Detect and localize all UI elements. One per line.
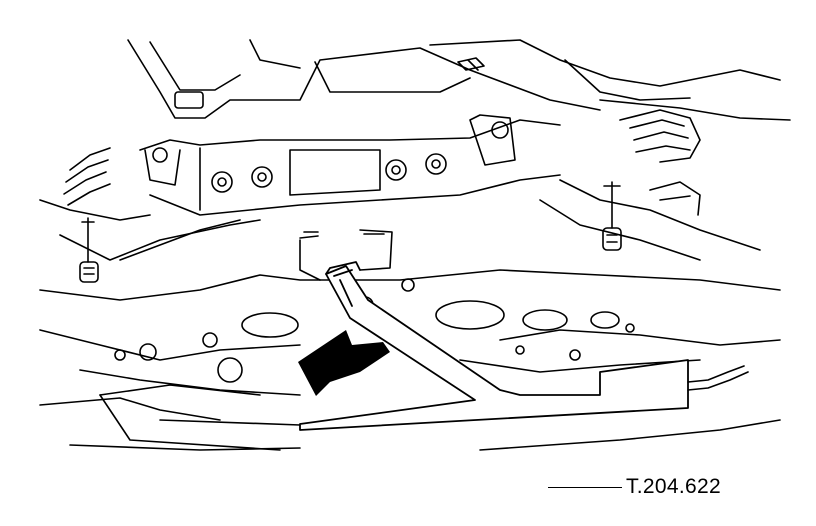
special-tool	[299, 261, 689, 431]
figure-reference: T.204.622	[548, 474, 748, 500]
lower-tray	[69, 384, 781, 451]
left-adjuster-rod	[79, 217, 99, 283]
right-adjuster-rod	[602, 181, 622, 251]
cross-member	[139, 114, 561, 216]
caption-dash	[548, 486, 622, 488]
figure-reference-code: T.204.622	[626, 475, 721, 498]
indicator-arrow	[298, 330, 390, 396]
bolt-heads	[152, 121, 509, 193]
left-spring-assembly	[39, 147, 261, 261]
right-spring-assembly	[539, 109, 761, 261]
cable	[687, 365, 749, 391]
upper-body-frame	[127, 39, 791, 121]
